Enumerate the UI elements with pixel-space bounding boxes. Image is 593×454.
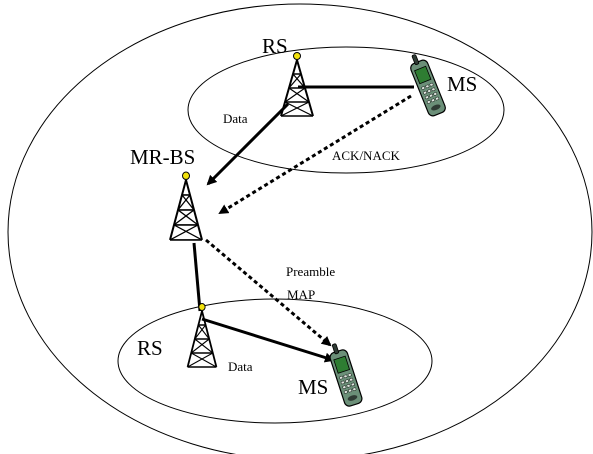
mr-bs-label: MR-BS xyxy=(130,145,195,169)
ms-bottom-label: MS xyxy=(298,375,328,399)
rs-top-coverage-ellipse xyxy=(187,46,505,174)
ack-nack-arrow xyxy=(218,94,412,215)
mr-bs-coverage-ellipse xyxy=(7,3,593,454)
ack-nack-label: ACK/NACK xyxy=(332,148,401,163)
mr-bs-tower-icon xyxy=(168,170,204,241)
ms-top-label: MS xyxy=(447,72,477,96)
ms-bottom-phone-icon xyxy=(325,340,364,409)
rs-top-label: RS xyxy=(262,34,288,58)
rs-bottom-coverage-ellipse xyxy=(117,298,433,424)
preamble-label: Preamble xyxy=(286,264,335,279)
data-arrow-top xyxy=(206,102,290,186)
preamble-map-arrow xyxy=(205,238,332,347)
data-arrow-bottom xyxy=(201,317,335,363)
rs-bottom-label: RS xyxy=(137,336,163,360)
data-bottom-label: Data xyxy=(228,359,253,374)
ms-top-phone-icon xyxy=(405,50,448,118)
map-label: MAP xyxy=(287,287,315,302)
rs-bottom-tower-icon xyxy=(186,302,218,368)
data-top-label: Data xyxy=(223,111,248,126)
bs-rs-link xyxy=(192,242,202,312)
